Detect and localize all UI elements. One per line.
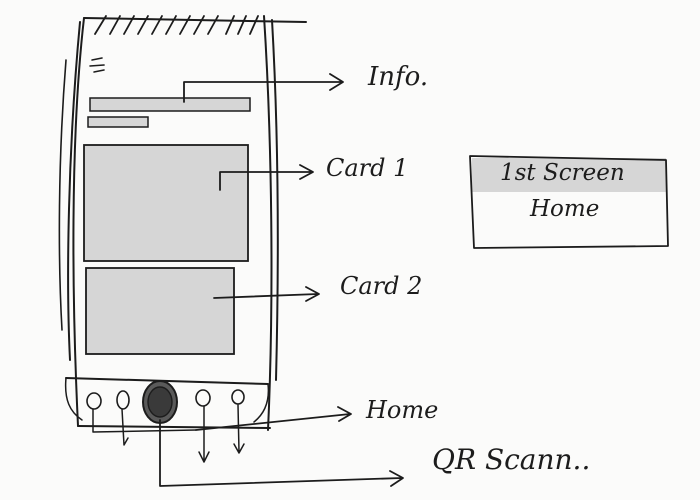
nav-connector-lines — [92, 404, 245, 463]
info-bar-primary — [89, 97, 251, 112]
screen-label-subtitle: Home — [530, 196, 600, 222]
home-annotation: Home — [366, 396, 439, 424]
qr-scanner-annotation: QR Scann.. — [432, 443, 591, 476]
qr-scan-button-icon[interactable] — [142, 380, 178, 424]
card-2-arrow — [213, 286, 320, 302]
bottom-nav-bar — [64, 377, 270, 423]
info-bars — [87, 97, 251, 128]
nav-icon[interactable] — [231, 389, 245, 405]
screen-label-box — [469, 155, 669, 249]
screen-label-title: 1st Screen — [500, 160, 625, 186]
card-1-placeholder — [83, 144, 249, 262]
nav-icon[interactable] — [195, 389, 211, 407]
card-2-placeholder — [85, 267, 235, 355]
home-arrow — [195, 406, 352, 431]
info-annotation: Info. — [368, 62, 429, 92]
nav-icon[interactable] — [86, 392, 102, 410]
status-bar — [94, 15, 259, 35]
card-1-arrow — [219, 164, 314, 191]
info-bar-secondary — [87, 116, 149, 128]
card-2-annotation: Card 2 — [340, 272, 423, 300]
menu-icon[interactable] — [89, 57, 105, 73]
qr-arrow — [159, 419, 404, 487]
nav-icon[interactable] — [116, 390, 130, 410]
phone-frame — [58, 15, 307, 431]
card-1-annotation: Card 1 — [326, 154, 409, 182]
info-arrow — [183, 73, 344, 103]
